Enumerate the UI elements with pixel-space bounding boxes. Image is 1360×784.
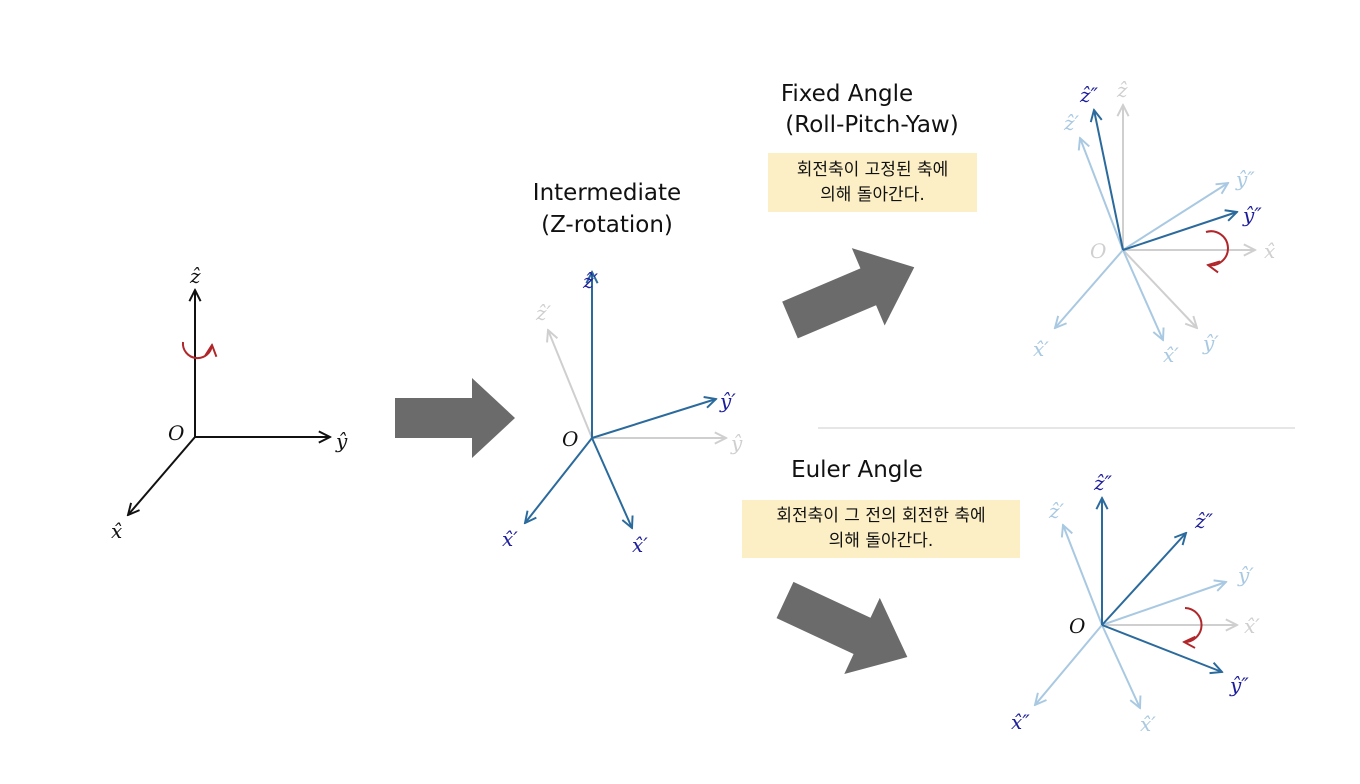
y-old-label: ŷ bbox=[730, 431, 743, 455]
x-axis bbox=[128, 436, 196, 515]
y-new-axis bbox=[591, 399, 716, 439]
z2a-label: ẑ″ bbox=[1093, 471, 1113, 495]
z2-label: ẑ″ bbox=[1079, 83, 1099, 107]
origin-label: O bbox=[1090, 239, 1106, 263]
z-new-label: ẑ′ bbox=[582, 269, 599, 293]
y1-label: ŷ′ bbox=[1202, 331, 1219, 355]
y-new-label: ŷ′ bbox=[719, 389, 736, 413]
z1-label: ẑ′ bbox=[1048, 499, 1065, 523]
z-old-axis bbox=[548, 330, 593, 439]
rotation-arrow-icon bbox=[1205, 230, 1229, 265]
euler-angle-title: Euler Angle bbox=[791, 457, 923, 483]
z2b-label: ẑ″ bbox=[1194, 509, 1214, 533]
y1-axis bbox=[1101, 582, 1226, 626]
transition-arrow-icon bbox=[776, 581, 908, 674]
note-line: 의해 돌아간다. bbox=[820, 185, 925, 205]
z-label: ẑ bbox=[189, 264, 201, 288]
z1-label: ẑ′ bbox=[1063, 111, 1080, 135]
rotation-arrow-icon bbox=[1184, 607, 1203, 642]
y2-light-axis bbox=[1122, 183, 1228, 251]
intermediate-subtitle: (Z-rotation) bbox=[541, 212, 673, 238]
z1-axis bbox=[1080, 138, 1124, 251]
y2-light-label: ŷ″ bbox=[1235, 167, 1255, 191]
intermediate-title: Intermediate bbox=[533, 180, 681, 206]
note-line: 회전축이 고정된 축에 bbox=[796, 160, 949, 180]
euler-angle-note: 회전축이 그 전의 회전한 축에 의해 돌아간다. bbox=[742, 500, 1020, 558]
x2-label: x̂″ bbox=[1011, 710, 1030, 734]
x-new-axis-1 bbox=[525, 437, 593, 523]
origin-label: O bbox=[562, 427, 578, 451]
z2b-axis bbox=[1101, 533, 1186, 626]
y1-axis bbox=[1122, 249, 1197, 328]
y2-label: ŷ″ bbox=[1229, 673, 1249, 697]
x1b-label: x̂′ bbox=[1163, 343, 1179, 367]
y1-label: ŷ′ bbox=[1237, 563, 1254, 587]
transition-arrow-icon bbox=[782, 248, 915, 339]
z1-axis bbox=[1063, 525, 1103, 626]
x-label: x̂ bbox=[111, 519, 122, 543]
x1-label: x̂′ bbox=[1244, 614, 1260, 638]
x2-axis bbox=[1035, 624, 1103, 705]
origin-label: O bbox=[168, 421, 184, 445]
y2-dark-label: ŷ″ bbox=[1242, 203, 1262, 227]
rotation-arrow-icon bbox=[181, 341, 212, 360]
y2-axis bbox=[1101, 624, 1222, 672]
z-old-label: ẑ′ bbox=[535, 301, 552, 325]
x1b-axis bbox=[1122, 249, 1163, 340]
x-new-axis-2 bbox=[591, 437, 632, 528]
transition-arrow-icon bbox=[395, 378, 515, 458]
origin-label: O bbox=[1069, 614, 1085, 638]
y2-dark-axis bbox=[1122, 212, 1237, 251]
x1b-axis bbox=[1101, 624, 1140, 708]
fixed-angle-subtitle: (Roll-Pitch-Yaw) bbox=[785, 112, 958, 138]
note-line: 회전축이 그 전의 회전한 축에 bbox=[776, 506, 986, 526]
fixed-angle-note: 회전축이 고정된 축에 의해 돌아간다. bbox=[768, 153, 977, 212]
y-label: ŷ bbox=[335, 429, 348, 453]
x1a-label: x̂′ bbox=[1033, 337, 1049, 361]
fixed-angle-title: Fixed Angle bbox=[781, 81, 913, 107]
x-label: x̂ bbox=[1264, 239, 1275, 263]
x1a-axis bbox=[1055, 249, 1124, 328]
x1b-label: x̂′ bbox=[1140, 712, 1156, 736]
note-line: 의해 돌아간다. bbox=[828, 531, 934, 551]
x-new-label-2: x̂′ bbox=[632, 533, 648, 557]
z-label: ẑ bbox=[1116, 78, 1128, 102]
x-new-label-1: x̂′ bbox=[502, 527, 518, 551]
z2-axis bbox=[1094, 110, 1124, 251]
